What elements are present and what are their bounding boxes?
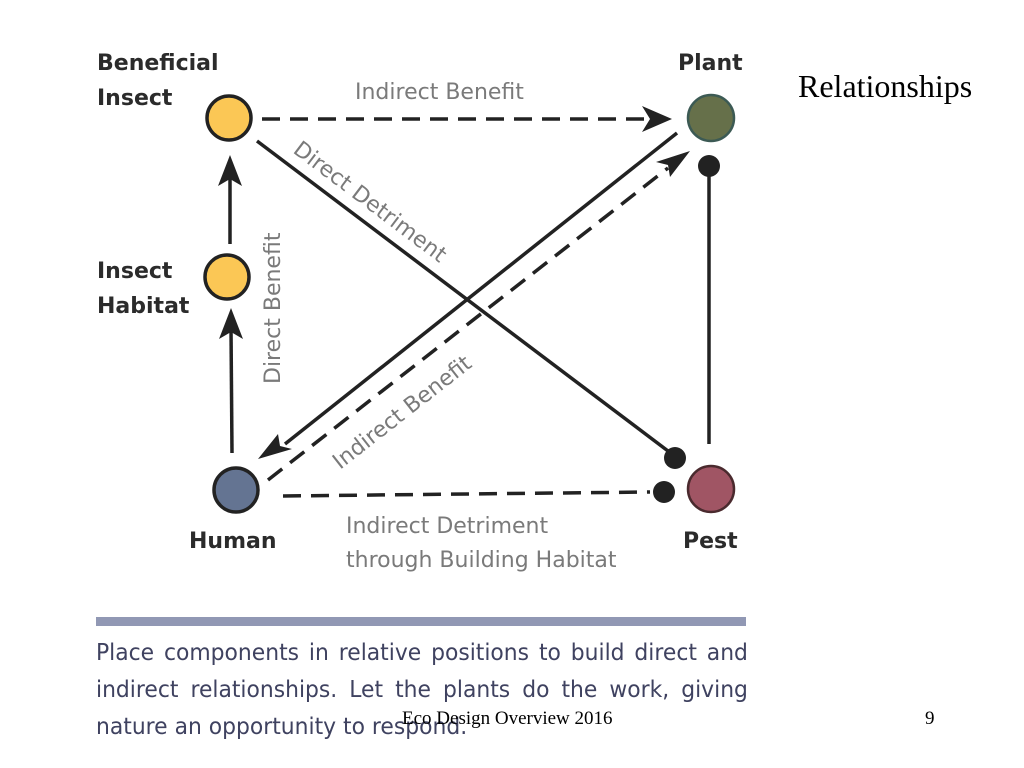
node-insect-habitat <box>203 253 251 301</box>
edge-plant-to-human <box>283 131 679 446</box>
edge-human-to-insect-habitat <box>229 327 234 454</box>
edge-label-indirect-detriment-line2: through Building Habitat <box>346 548 617 573</box>
arrowhead-plant-from-human <box>656 151 690 177</box>
arrowhead-insect-habitat <box>219 308 243 339</box>
dot-end-plant-from-pest <box>698 155 720 177</box>
caption-text: Place components in relative positions t… <box>96 638 748 740</box>
label-insect-habitat-line1: Insect <box>97 259 173 284</box>
node-plant <box>686 93 736 143</box>
edge-label-direct-detriment: Direct Detriment <box>288 137 451 268</box>
node-human <box>212 466 260 514</box>
label-plant: Plant <box>678 51 743 76</box>
dot-end-pest-from-human <box>653 481 675 503</box>
slide-title: Relationships <box>798 68 973 104</box>
edge-label-indirect-detriment-line1: Indirect Detriment <box>346 514 548 539</box>
label-pest: Pest <box>683 529 738 554</box>
node-pest <box>686 464 736 514</box>
edge-label-direct-benefit: Direct Benefit <box>261 232 286 384</box>
arrowhead-beneficial-insect <box>218 155 242 186</box>
node-beneficial-insect <box>205 94 253 142</box>
edge-beneficial-insect-to-pest <box>255 139 670 453</box>
arrowhead-human <box>258 434 292 459</box>
edge-label-top-indirect-benefit: Indirect Benefit <box>355 80 524 105</box>
label-beneficial-insect-line2: Insect <box>97 86 173 111</box>
slide-footer: Eco Design Overview 2016 <box>402 708 613 729</box>
label-human: Human <box>189 529 277 554</box>
label-insect-habitat-line2: Habitat <box>97 294 190 319</box>
arrowhead-plant-from-beneficial-insect <box>642 106 672 132</box>
edge-label-diagonal-indirect-benefit: Indirect Benefit <box>328 351 477 475</box>
dot-end-pest-from-beneficial-insect <box>664 447 686 469</box>
page-number: 9 <box>925 708 935 729</box>
edge-human-to-plant <box>266 166 670 482</box>
label-beneficial-insect-line1: Beneficial <box>97 51 219 76</box>
edge-human-to-pest <box>282 490 651 498</box>
caption-divider <box>96 617 746 626</box>
